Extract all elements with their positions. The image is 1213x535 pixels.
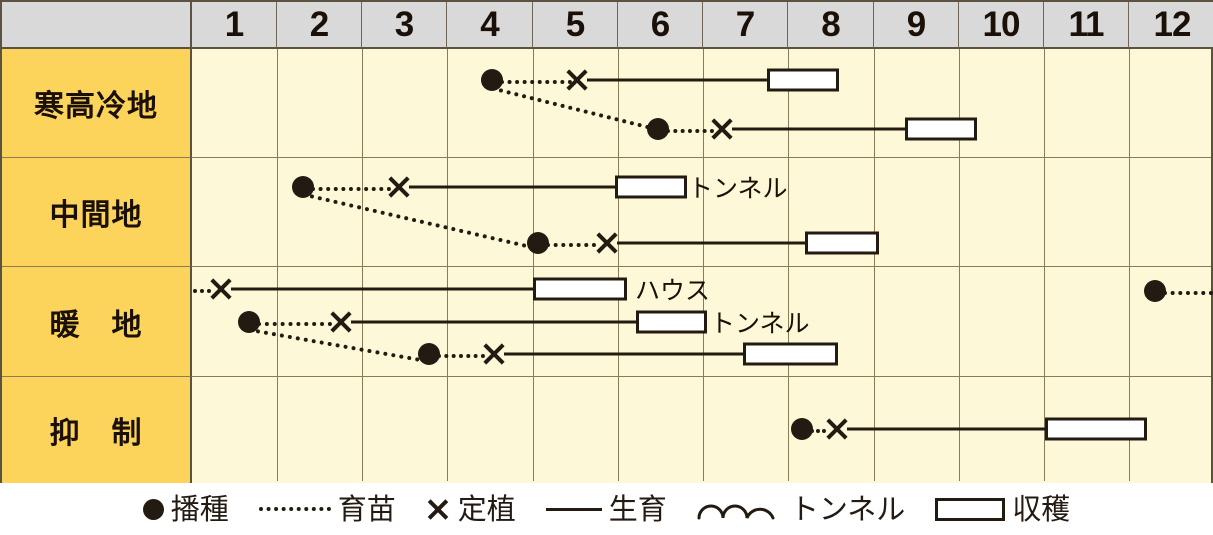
sowing-marker [791, 418, 813, 440]
region-label-danchi: 暖 地 [2, 267, 192, 377]
sowing-marker [481, 69, 503, 91]
month-header-12: 12 [1129, 2, 1213, 49]
gridline-month-10 [959, 49, 960, 481]
legend: 播種 育苗 定植 生育 トンネル 収穫 [0, 483, 1213, 535]
nursery-line [257, 322, 332, 326]
sowing-marker [527, 232, 549, 254]
wave-arc-icon [697, 494, 783, 525]
month-header-1: 1 [192, 2, 277, 49]
row-band-chukanchi [192, 158, 1211, 267]
dotted-line-icon [258, 507, 331, 511]
sowing-marker [238, 311, 260, 333]
month-header-7: 7 [703, 2, 788, 49]
harvest-box [905, 117, 977, 141]
gridline-month-2 [277, 49, 278, 481]
legend-label-tunnel: トンネル [789, 491, 906, 526]
growing-line [409, 185, 617, 189]
growing-line [231, 287, 536, 291]
nursery-line [437, 354, 485, 358]
calendar-table: 1 2 3 4 5 6 7 8 9 10 11 12 寒高冷地 中間地 暖 地 … [0, 0, 1213, 483]
nursery-line [193, 289, 211, 293]
nursery-line [311, 187, 391, 191]
gridline-month-8 [788, 49, 789, 481]
nursery-line [810, 429, 826, 433]
month-header-9: 9 [874, 2, 959, 49]
legend-item-growing: 生育 [545, 491, 667, 526]
nursery-line [546, 243, 596, 247]
gridline-month-7 [703, 49, 704, 481]
harvest-box [767, 68, 839, 92]
gridline-month-4 [447, 49, 448, 481]
legend-item-tunnel: トンネル [697, 494, 905, 525]
x-mark-icon [426, 497, 451, 522]
legend-label-sowing: 播種 [170, 491, 229, 526]
gridline-month-5 [533, 49, 534, 481]
region-label-chukanchi: 中間地 [2, 158, 192, 267]
row-band-kankoureichi [192, 49, 1211, 158]
harvest-box [636, 310, 707, 334]
structure-label-house: ハウス [635, 276, 711, 305]
legend-label-harvest: 収穫 [1012, 491, 1071, 526]
legend-item-sowing: 播種 [142, 491, 229, 526]
legend-item-planting: 定植 [426, 491, 516, 526]
growing-line [617, 241, 807, 245]
region-label-kankoureichi: 寒高冷地 [2, 49, 192, 158]
sowing-marker [1144, 280, 1166, 302]
gridline-month-9 [874, 49, 875, 481]
growing-line [732, 127, 908, 131]
month-header-3: 3 [362, 2, 447, 49]
structure-label-tunnel: トンネル [688, 174, 788, 203]
legend-item-nursery: 育苗 [258, 491, 396, 526]
legend-label-planting: 定植 [457, 491, 516, 526]
region-label-yokusei: 抑 制 [2, 377, 192, 483]
month-header-6: 6 [618, 2, 703, 49]
growing-line [351, 320, 638, 324]
sowing-marker [647, 118, 669, 140]
growing-line [847, 427, 1047, 431]
header-corner-cell [2, 2, 192, 49]
open-rectangle-icon [935, 497, 1006, 521]
nursery-line [1163, 291, 1213, 295]
gridline-month-6 [618, 49, 619, 481]
harvest-box [533, 277, 627, 301]
month-header-10: 10 [959, 2, 1044, 49]
harvest-box [743, 342, 838, 366]
nursery-line [500, 80, 572, 84]
structure-label-tunnel: トンネル [710, 309, 810, 338]
month-header-8: 8 [788, 2, 874, 49]
gridline-month-11 [1044, 49, 1045, 481]
harvest-box [1045, 417, 1147, 441]
harvest-box [805, 231, 879, 255]
filled-circle-icon [142, 498, 164, 520]
legend-item-harvest: 収穫 [935, 491, 1071, 526]
growing-line [504, 352, 744, 356]
legend-label-growing: 生育 [608, 491, 667, 526]
growing-line [587, 78, 770, 82]
month-header-row: 1 2 3 4 5 6 7 8 9 10 11 12 [2, 2, 1213, 49]
gridline-month-12 [1129, 49, 1130, 481]
harvest-box [615, 175, 687, 199]
nursery-line [666, 129, 714, 133]
month-header-2: 2 [277, 2, 362, 49]
month-header-5: 5 [533, 2, 618, 49]
legend-label-nursery: 育苗 [337, 491, 396, 526]
month-header-11: 11 [1044, 2, 1129, 49]
sowing-marker [292, 176, 314, 198]
gridline-month-3 [362, 49, 363, 481]
month-header-4: 4 [447, 2, 533, 49]
solid-line-icon [545, 507, 602, 511]
sowing-marker [418, 343, 440, 365]
